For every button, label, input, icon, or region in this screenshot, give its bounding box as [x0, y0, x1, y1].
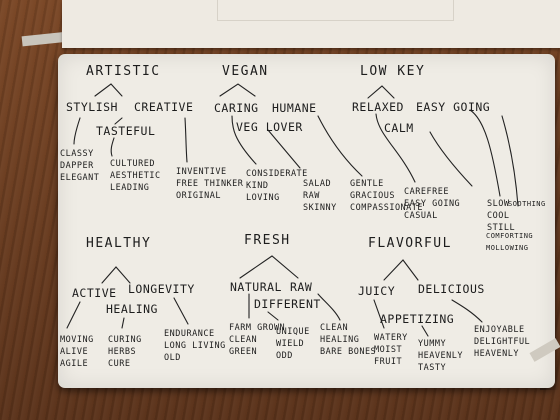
category-artistic: ARTISTIC: [86, 64, 161, 79]
leaf-moving-alive-agile: MOVING ALIVE AGILE: [60, 335, 94, 369]
word-appetizing: APPETIZING: [380, 312, 455, 326]
leaf-farm-grown-clean-green: FARM GROWN CLEAN GREEN: [229, 323, 286, 357]
word-tasteful: TASTEFUL: [96, 124, 156, 138]
word-stylish: STYLISH: [66, 100, 118, 114]
word-delicious: DELICIOUS: [418, 282, 485, 296]
leaf-curing-herbs-cure: CURING HERBS CURE: [108, 335, 142, 369]
category-fresh: FRESH: [244, 233, 291, 248]
leaf-clean-healing-bare-bones: CLEAN HEALING BARE BONES: [320, 323, 377, 357]
word-relaxed: RELAXED: [352, 100, 404, 114]
word-caring: CARING: [214, 101, 259, 115]
leaf-unique-wield-odd: UNIQUE WIELD ODD: [276, 327, 310, 361]
leaf-enjoyable-delightful-heavenly: ENJOYABLE DELIGHTFUL HEAVENLY: [474, 325, 531, 359]
word-different: DIFFERENT: [254, 297, 321, 311]
leaf-yummy-heavenly-tasty: YUMMY HEAVENLY TASTY: [418, 339, 463, 373]
word-easy-going: EASY GOING: [416, 100, 491, 114]
leaf-inventive-free-thinker-original: INVENTIVE FREE THINKER ORIGINAL: [176, 167, 244, 201]
leaf-classy-dapper-elegant: CLASSY DAPPER ELEGANT: [60, 149, 100, 183]
word-veg-lover: VEG LOVER: [236, 120, 303, 134]
leaf-slow-cool-still: SLOW COOL STILL: [487, 199, 516, 233]
leaf-carefree-easy-going-casual: CAREFREE EASY GOING CASUAL: [404, 187, 461, 221]
word-healing: HEALING: [106, 302, 158, 316]
word-humane: HUMANE: [272, 101, 317, 115]
leaf-endurance-long-living-old: ENDURANCE LONG LIVING OLD: [164, 329, 226, 363]
word-calm: CALM: [384, 121, 414, 135]
leaf-comforting: COMFORTING MOLLOWING: [486, 232, 534, 252]
leaf-salad-raw-skinny: SALAD RAW SKINNY: [303, 179, 337, 213]
category-low-key: LOW KEY: [360, 64, 426, 79]
word-raw: RAW: [290, 280, 313, 294]
category-healthy: HEALTHY: [86, 236, 152, 251]
word-longevity: LONGEVITY: [128, 282, 195, 296]
category-vegan: VEGAN: [222, 64, 269, 79]
category-flavorful: FLAVORFUL: [368, 236, 452, 251]
notebook-top-page: [62, 0, 560, 48]
word-natural: NATURAL: [230, 280, 282, 294]
leaf-watery-moist-fruit: WATERY MOIST FRUIT: [374, 333, 408, 367]
word-juicy: JUICY: [358, 284, 396, 298]
leaf-cultured-aesthetic-leading: CULTURED AESTHETIC LEADING: [110, 159, 161, 193]
leaf-considerate-kind-loving: CONSIDERATE KIND LOVING: [246, 169, 308, 203]
top-page-box: [217, 0, 454, 21]
leaf-soothing: SOOTHING: [508, 200, 546, 208]
leaf-gentle-gracious-compassionate: GENTLE GRACIOUS COMPASSIONATE: [350, 179, 424, 213]
word-creative: CREATIVE: [134, 100, 194, 114]
word-active: ACTIVE: [72, 286, 117, 300]
notebook-page: [58, 54, 555, 388]
